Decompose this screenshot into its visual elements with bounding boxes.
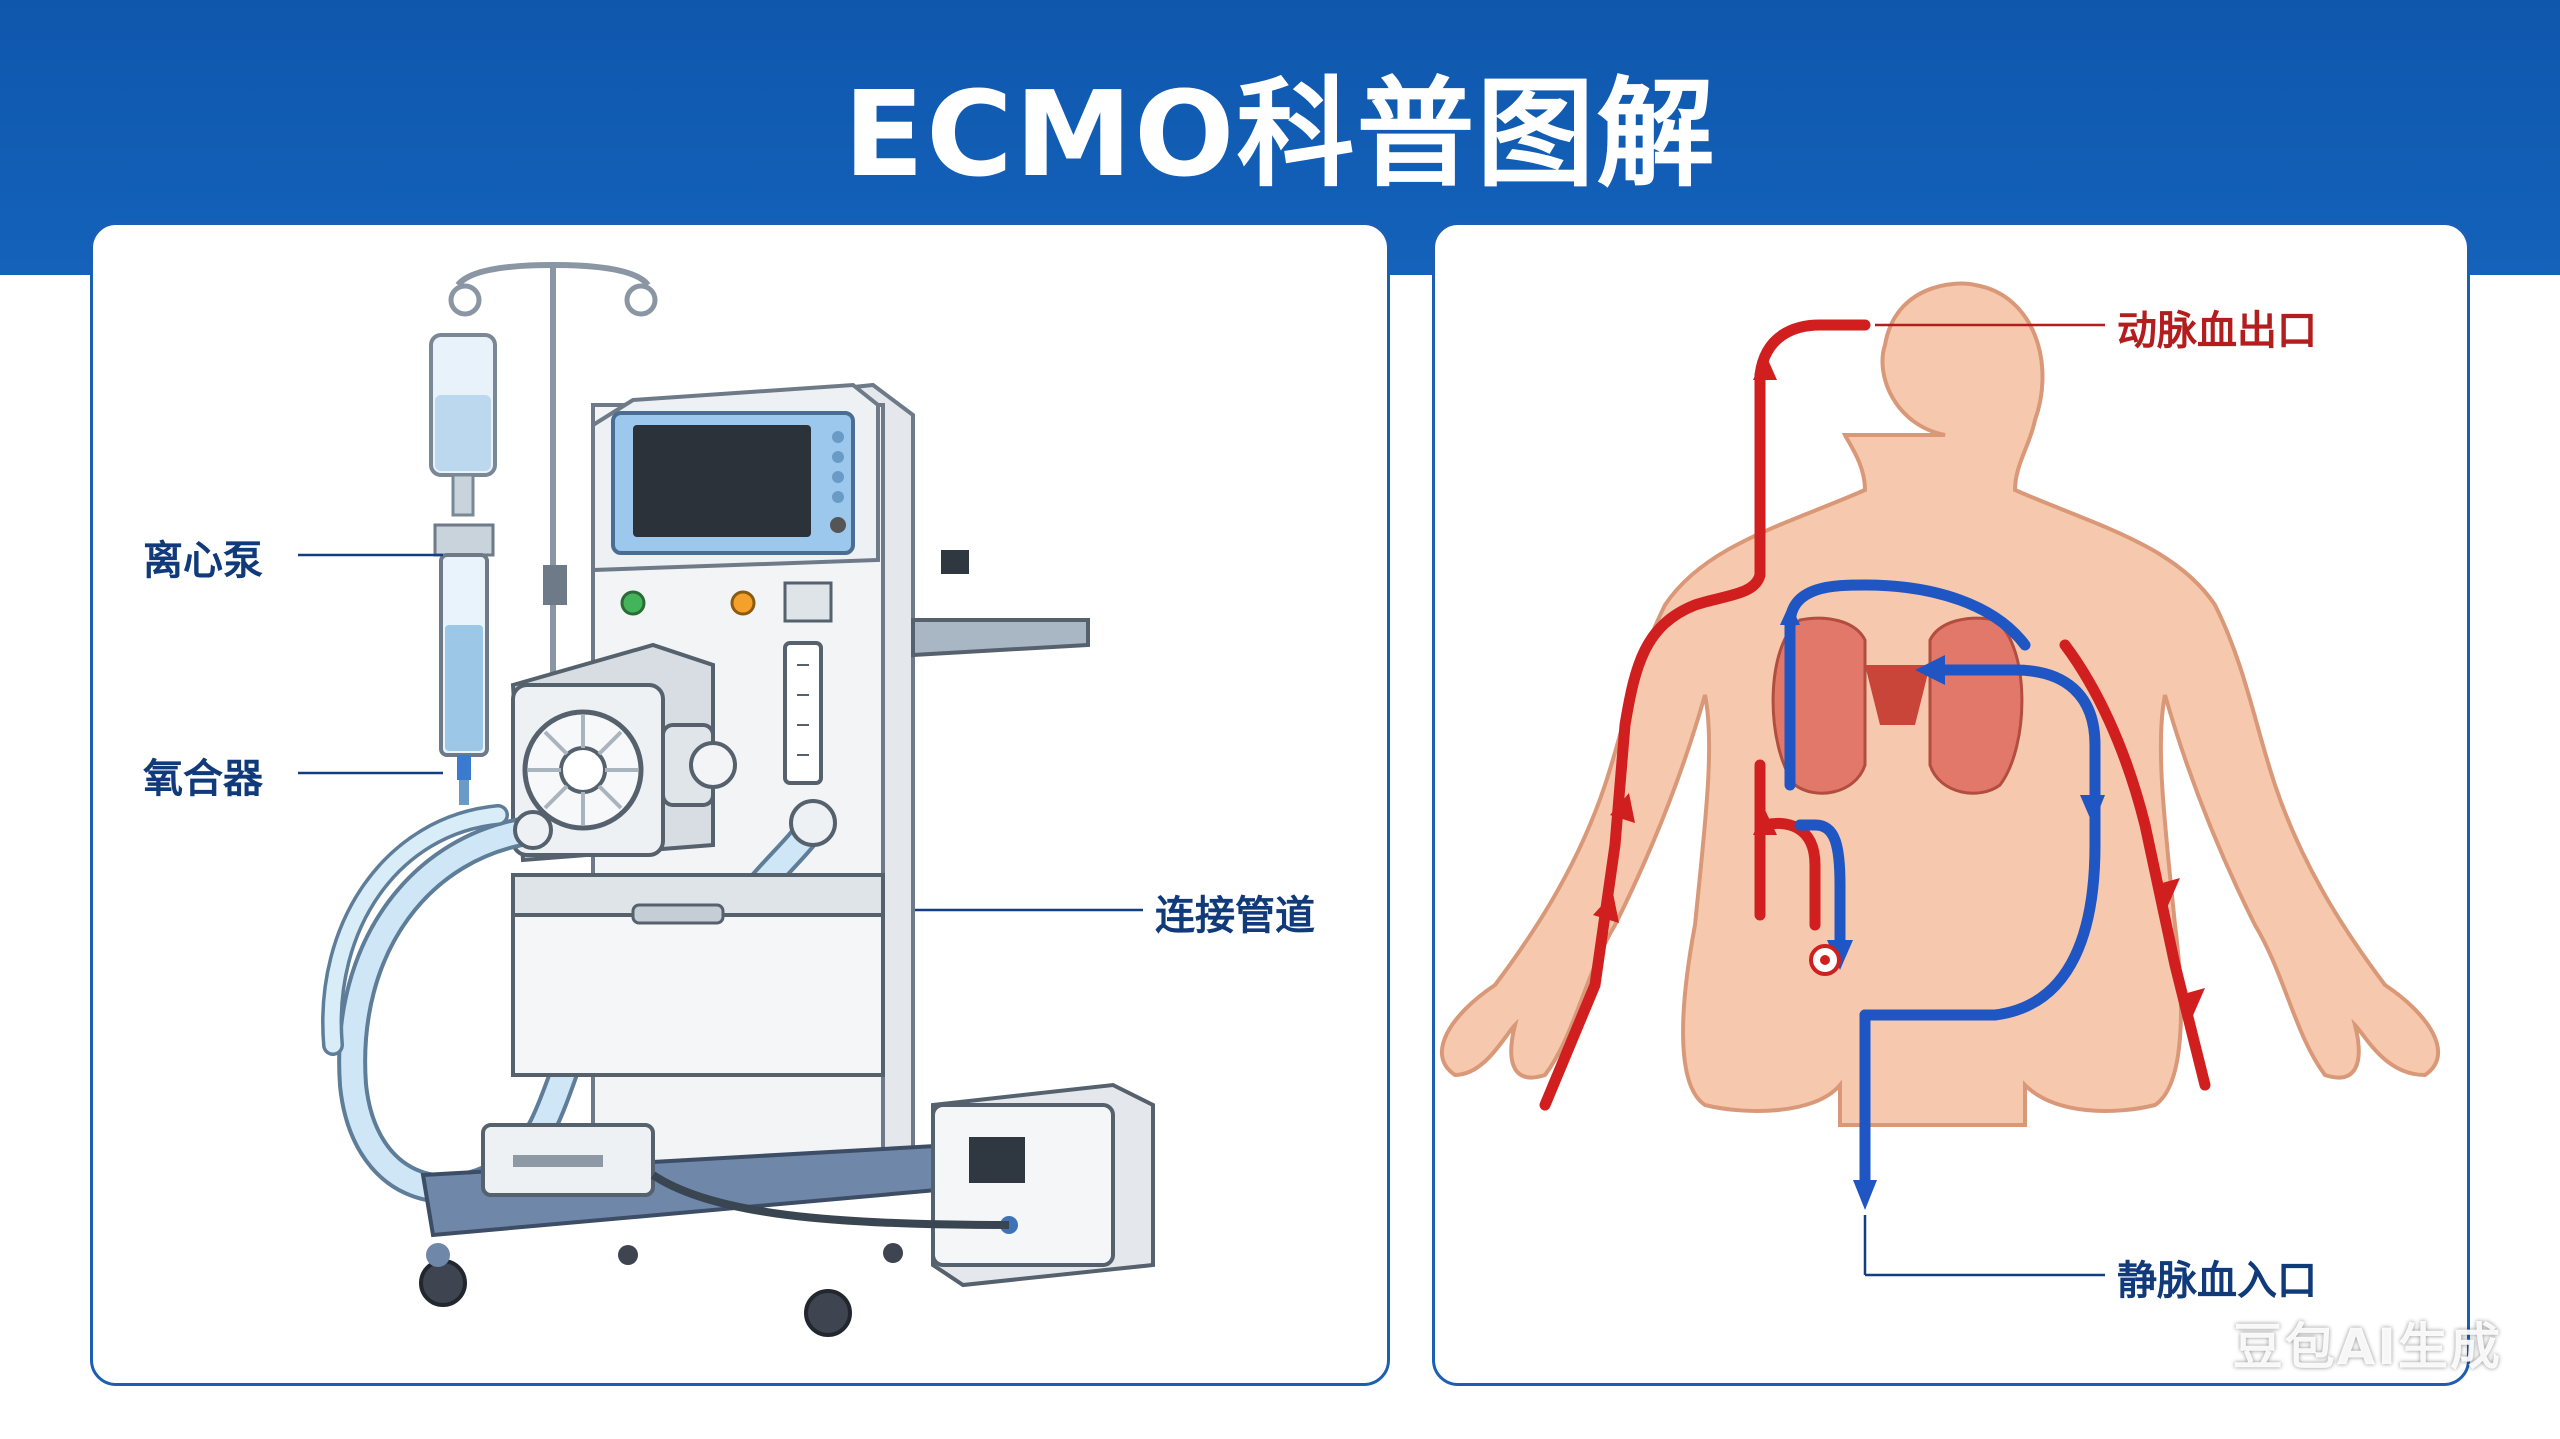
oxygenator-unit xyxy=(510,642,737,863)
monitor-screen xyxy=(611,411,855,555)
arterial-arrows xyxy=(1593,353,2205,1020)
label-centrifugal-pump: 离心泵 xyxy=(143,538,263,584)
label-oxygenator: 氧合器 xyxy=(143,756,263,802)
ecmo-machine-illustration xyxy=(298,261,1155,1337)
body-circulation-illustration xyxy=(1440,281,2440,1277)
cabinet-drawers xyxy=(511,873,885,1077)
machine-panel: 离心泵 氧合器 连接管道 xyxy=(90,222,1390,1386)
centrifugal-pump-column xyxy=(433,523,495,805)
control-panel xyxy=(620,581,833,785)
page-title: ECMO科普图解 xyxy=(843,65,1717,203)
cart-base xyxy=(419,1123,998,1337)
label-connecting-tubing: 连接管道 xyxy=(1155,893,1315,939)
watermark: 豆包AI生成 xyxy=(2232,1318,2502,1376)
body-panel: 动脉血出口 静脉血入口 xyxy=(1432,222,2470,1386)
label-arterial-outlet: 动脉血出口 xyxy=(2117,308,2317,354)
venous-flow xyxy=(1784,579,2101,1191)
iv-bag xyxy=(429,333,497,517)
cannulation-site xyxy=(1809,944,1841,976)
label-venous-inlet: 静脉血入口 xyxy=(2117,1258,2317,1304)
lungs xyxy=(1771,616,2024,795)
iv-pole xyxy=(448,261,658,745)
external-power-unit xyxy=(650,1082,1155,1288)
